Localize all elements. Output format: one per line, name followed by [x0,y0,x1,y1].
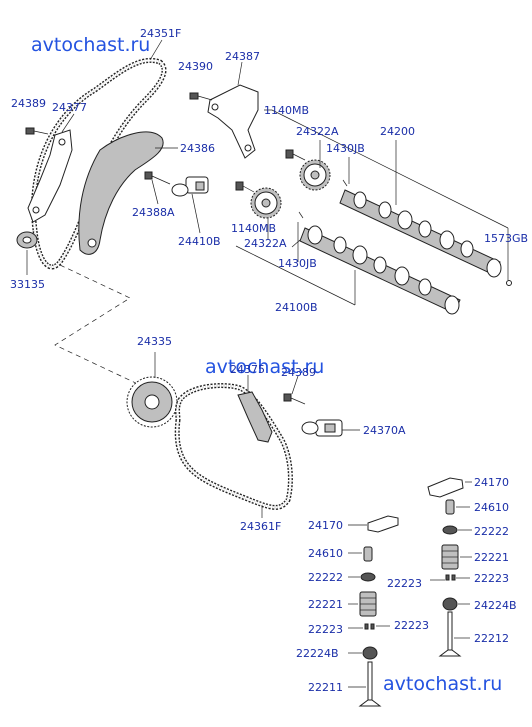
part-label: 33135 [10,278,45,291]
lower-timing-chain-24361f [174,383,293,518]
sprocket-24322a-lower [250,187,282,219]
chain-guide-24375 [237,375,273,443]
keeper-22223-left [348,623,390,630]
part-label: 24389 [281,366,316,379]
spring-22221-left [348,591,377,617]
part-label: 1430JB [278,257,317,270]
part-label: 24224B [474,599,517,612]
part-label: 24387 [225,50,260,63]
part-label: 24390 [178,60,213,73]
part-label: 24100B [275,301,318,314]
part-label: 24410B [178,235,221,248]
spring-22221-right [441,544,472,570]
part-label: 22224B [296,647,339,660]
part-label: 24322A [296,125,339,138]
part-label: 24388A [132,206,175,219]
rocker-arm-24170-right [427,477,472,498]
valve-22212 [438,611,470,657]
sprocket-24322a-upper [299,159,331,191]
part-label: 24610 [474,501,509,514]
part-label: 1573GB [484,232,528,245]
part-label: 22221 [308,598,343,611]
bolt-24389-lower [283,375,306,405]
camshaft-24200 [339,189,502,278]
part-label: 22223 [308,623,343,636]
lash-adjuster-24610-left [348,546,373,562]
rocker-arm-24170-left [348,515,399,533]
camshaft-24100b [299,225,461,315]
keeper-22223-right [430,574,470,581]
bolt-24389-upper [25,127,49,135]
part-label: 24361F [240,520,281,533]
part-label: 1430JB [326,142,365,155]
tensioner-24410b [171,176,209,197]
part-label: 22223 [474,572,509,585]
watermark: avtochast.ru [205,356,324,378]
crank-sprocket-24335 [126,352,178,428]
seal-22224b-right [442,597,470,611]
valve-22211 [348,661,382,707]
part-label: 22223 [387,577,422,590]
bracket-24387 [207,84,259,159]
washer-33135 [16,231,38,249]
part-label: 24386 [180,142,215,155]
part-label: 24351F [140,27,181,40]
seal-22224b-left [348,646,378,660]
part-label: 24370A [363,424,406,437]
tensioner-24370a [301,419,360,437]
bolt-1140mb-lower [235,181,255,193]
part-label: 22222 [308,571,343,584]
part-label: 24377 [52,101,87,114]
watermark: avtochast.ru [31,34,150,56]
part-label: 22221 [474,551,509,564]
part-label: 24322A [244,237,287,250]
part-label: 24375 [230,363,265,376]
watermark: avtochast.ru [383,673,502,695]
part-label: 22222 [474,525,509,538]
retainer-22222-right [442,525,472,535]
part-label: 24610 [308,547,343,560]
part-label: 24170 [308,519,343,532]
part-label: 24170 [474,476,509,489]
part-label: 22211 [308,681,343,694]
retainer-22222-left [348,572,376,582]
part-label: 22212 [474,632,509,645]
part-label: 22223 [394,619,429,632]
part-label: 24389 [11,97,46,110]
part-label: 24200 [380,125,415,138]
part-label: 1140MB [264,104,309,117]
part-label: 1140MB [231,222,276,235]
lash-adjuster-24610-right [445,499,470,515]
tensioner-arm-24386 [78,131,164,255]
part-label: 24335 [137,335,172,348]
bolt-1140mb-upper [285,149,306,161]
chain-guide-24377 [27,129,73,223]
bolt-24388a [144,171,171,185]
bolt-24390 [189,92,213,101]
